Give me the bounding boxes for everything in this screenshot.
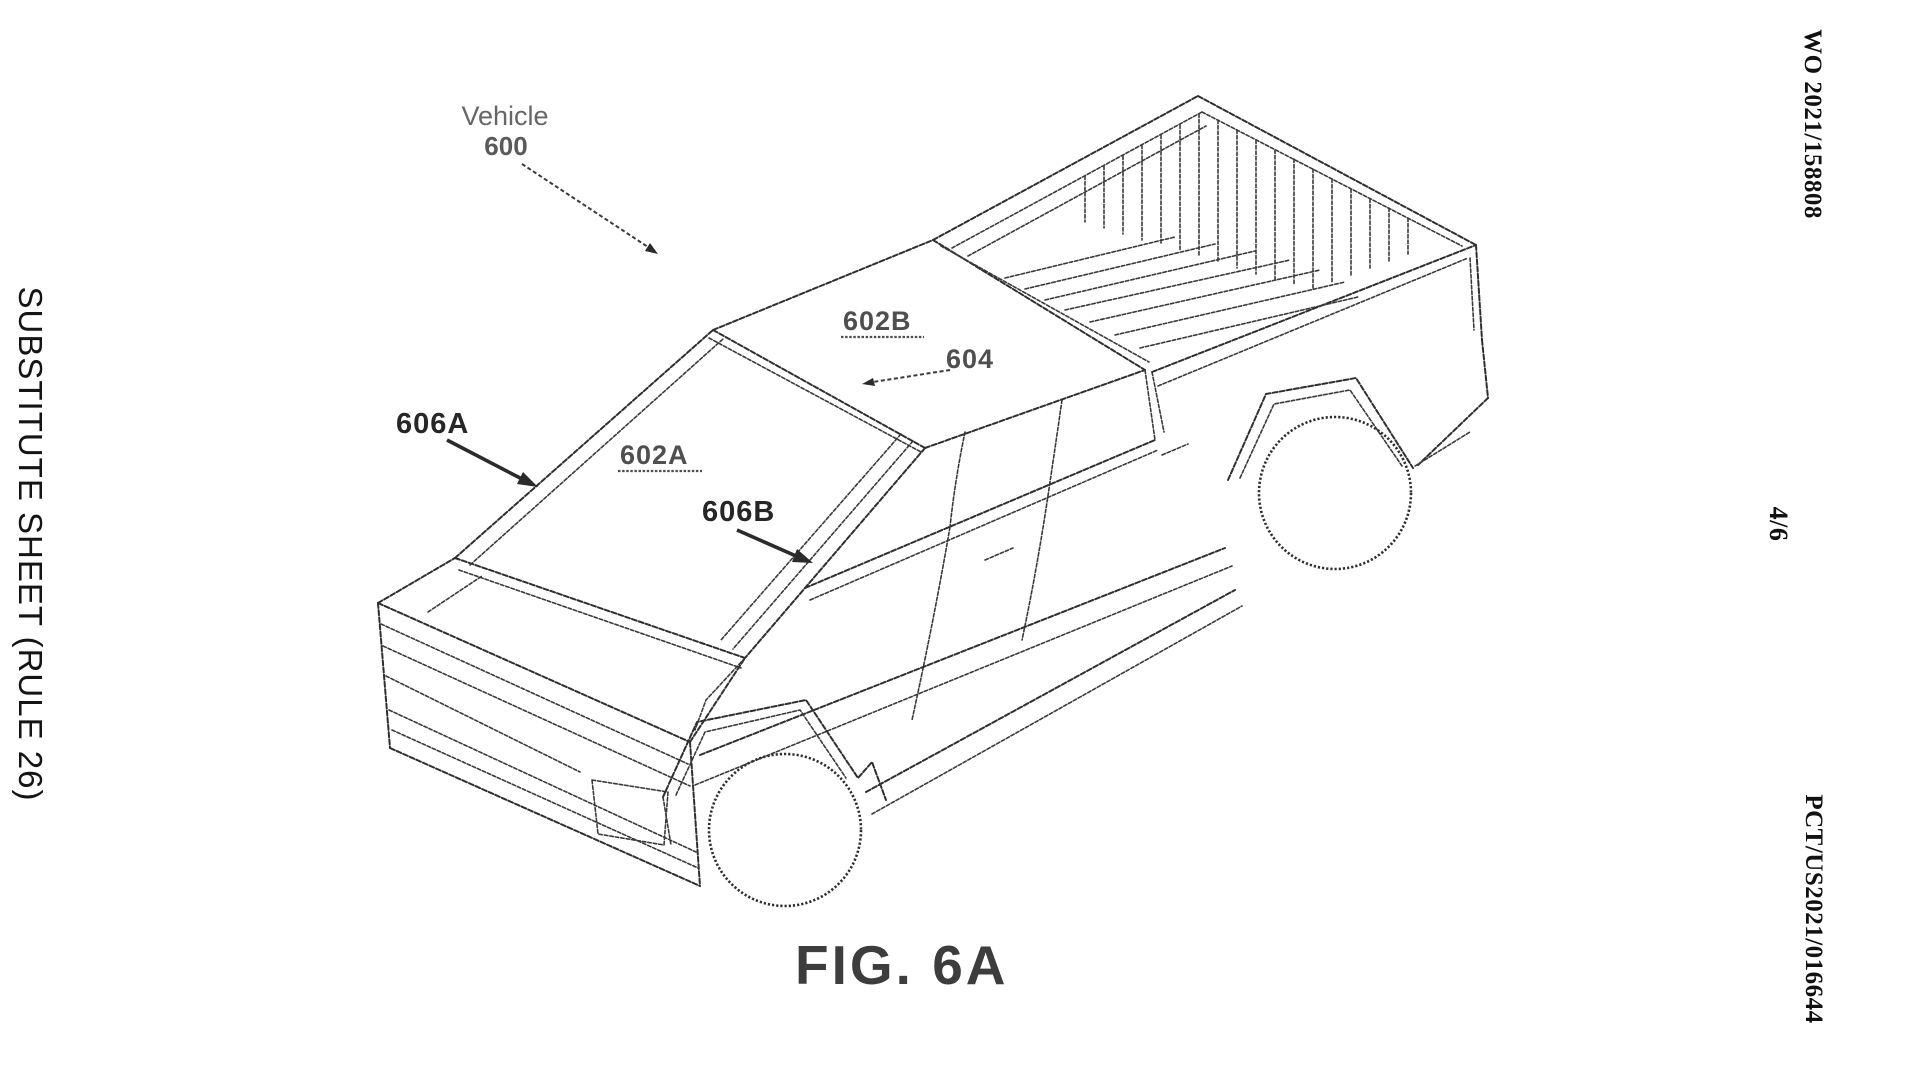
front-wheel	[707, 752, 863, 908]
cargo-bed	[932, 95, 1477, 433]
leader-arrow-604	[862, 369, 951, 386]
bed-floor-planks	[1004, 236, 1359, 349]
label-604: 604	[946, 344, 994, 374]
bed-slats	[1084, 113, 1409, 290]
figure-caption: FIG. 6A	[795, 934, 1009, 996]
body-side	[694, 369, 1243, 815]
label-602b: 602B	[843, 306, 912, 336]
rear-wheel	[1257, 415, 1413, 571]
front-fascia	[377, 602, 701, 887]
leader-arrow-606a	[446, 438, 538, 487]
vehicle-drawing	[377, 95, 1489, 908]
label-600: 600	[484, 131, 527, 161]
windshield	[454, 329, 926, 659]
hood	[377, 557, 746, 743]
label-606b: 606B	[702, 496, 775, 528]
label-602a: 602A	[620, 440, 689, 470]
leader-arrows	[446, 163, 951, 563]
label-vehicle: Vehicle	[461, 101, 548, 131]
wheel-arches	[662, 377, 1414, 846]
label-606a: 606A	[396, 408, 469, 440]
leader-arrow-606b	[736, 528, 813, 563]
leader-arrow-vehicle-600	[521, 163, 658, 254]
reference-labels: Vehicle 600 602B 604 602A 606A 606B	[396, 101, 994, 528]
roof-glass	[712, 239, 1150, 449]
rear-end	[1414, 244, 1489, 467]
